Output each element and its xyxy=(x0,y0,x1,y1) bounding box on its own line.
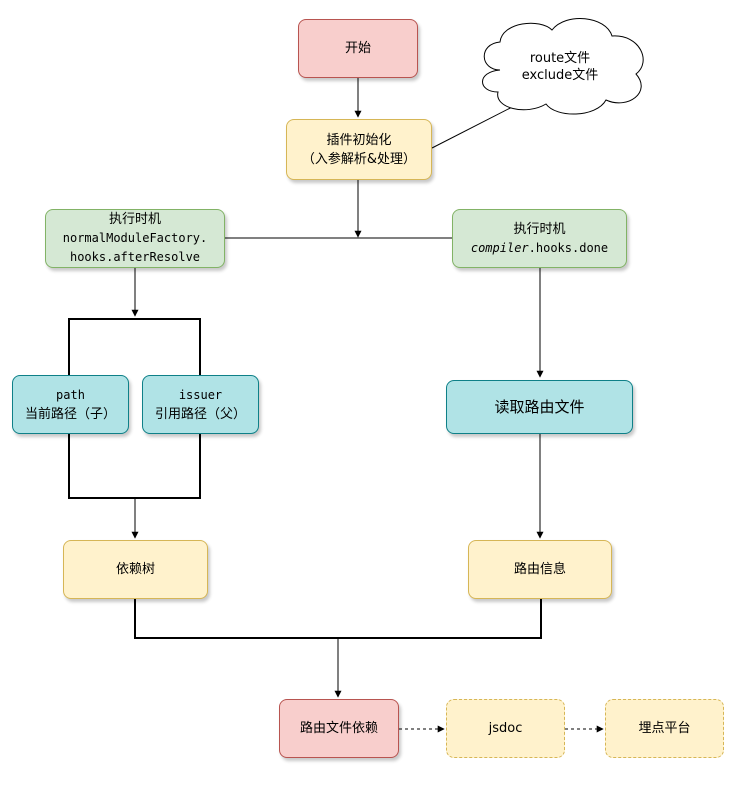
timing-right-title: 执行时机 xyxy=(513,221,566,237)
merge-bracket xyxy=(134,599,542,639)
plugin-init-sublabel: （入参解析&处理） xyxy=(301,151,417,167)
route-dep-label: 路由文件依赖 xyxy=(299,721,378,736)
issuer-code: issuer xyxy=(178,387,223,402)
jsdoc-label: jsdoc xyxy=(488,721,523,736)
timing-left-node[interactable]: 执行时机 normalModuleFactory. hooks.afterRes… xyxy=(45,209,225,268)
dep-tree-node[interactable]: 依赖树 xyxy=(63,540,208,599)
bracket-bottom xyxy=(68,434,201,499)
timing-right-code-rest: .hooks.done xyxy=(528,240,609,255)
tracking-platform-node[interactable]: 埋点平台 xyxy=(605,699,724,758)
timing-left-code-line1: normalModuleFactory. xyxy=(62,231,208,245)
route-info-label: 路由信息 xyxy=(513,562,566,577)
issuer-label: 引用路径（父） xyxy=(154,406,246,422)
cloud-label: route文件 exclude文件 xyxy=(480,50,640,84)
path-label: 当前路径（子） xyxy=(24,406,116,422)
timing-left-title: 执行时机 xyxy=(108,212,161,227)
plugin-init-node[interactable]: 插件初始化 （入参解析&处理） xyxy=(286,119,432,180)
timing-right-node[interactable]: 执行时机 compiler.hooks.done xyxy=(452,209,627,268)
timing-right-code-italic: compiler xyxy=(470,240,529,255)
cloud-exclude-text: exclude文件 xyxy=(521,68,599,83)
timing-left-code-line2: hooks.afterResolve xyxy=(69,250,201,264)
jsdoc-node[interactable]: jsdoc xyxy=(446,699,565,758)
edge-init-cloud xyxy=(431,102,521,149)
timing-right-code: compiler.hooks.done xyxy=(471,239,608,258)
read-route-node[interactable]: 读取路由文件 xyxy=(446,380,633,434)
dep-tree-label: 依赖树 xyxy=(115,562,155,577)
plugin-init-label: 插件初始化 xyxy=(326,132,392,148)
route-info-node[interactable]: 路由信息 xyxy=(468,540,612,599)
issuer-node[interactable]: issuer 引用路径（父） xyxy=(142,375,259,434)
route-dep-node[interactable]: 路由文件依赖 xyxy=(279,699,399,758)
start-node[interactable]: 开始 xyxy=(298,19,418,78)
start-label: 开始 xyxy=(344,41,371,56)
cloud-shape xyxy=(482,18,644,115)
cloud-route-text: route文件 xyxy=(529,51,591,66)
tracking-platform-label: 埋点平台 xyxy=(638,721,691,736)
read-route-label: 读取路由文件 xyxy=(494,397,585,416)
path-node[interactable]: path 当前路径（子） xyxy=(12,375,129,434)
path-code: path xyxy=(56,387,85,402)
bracket-top xyxy=(68,318,201,376)
